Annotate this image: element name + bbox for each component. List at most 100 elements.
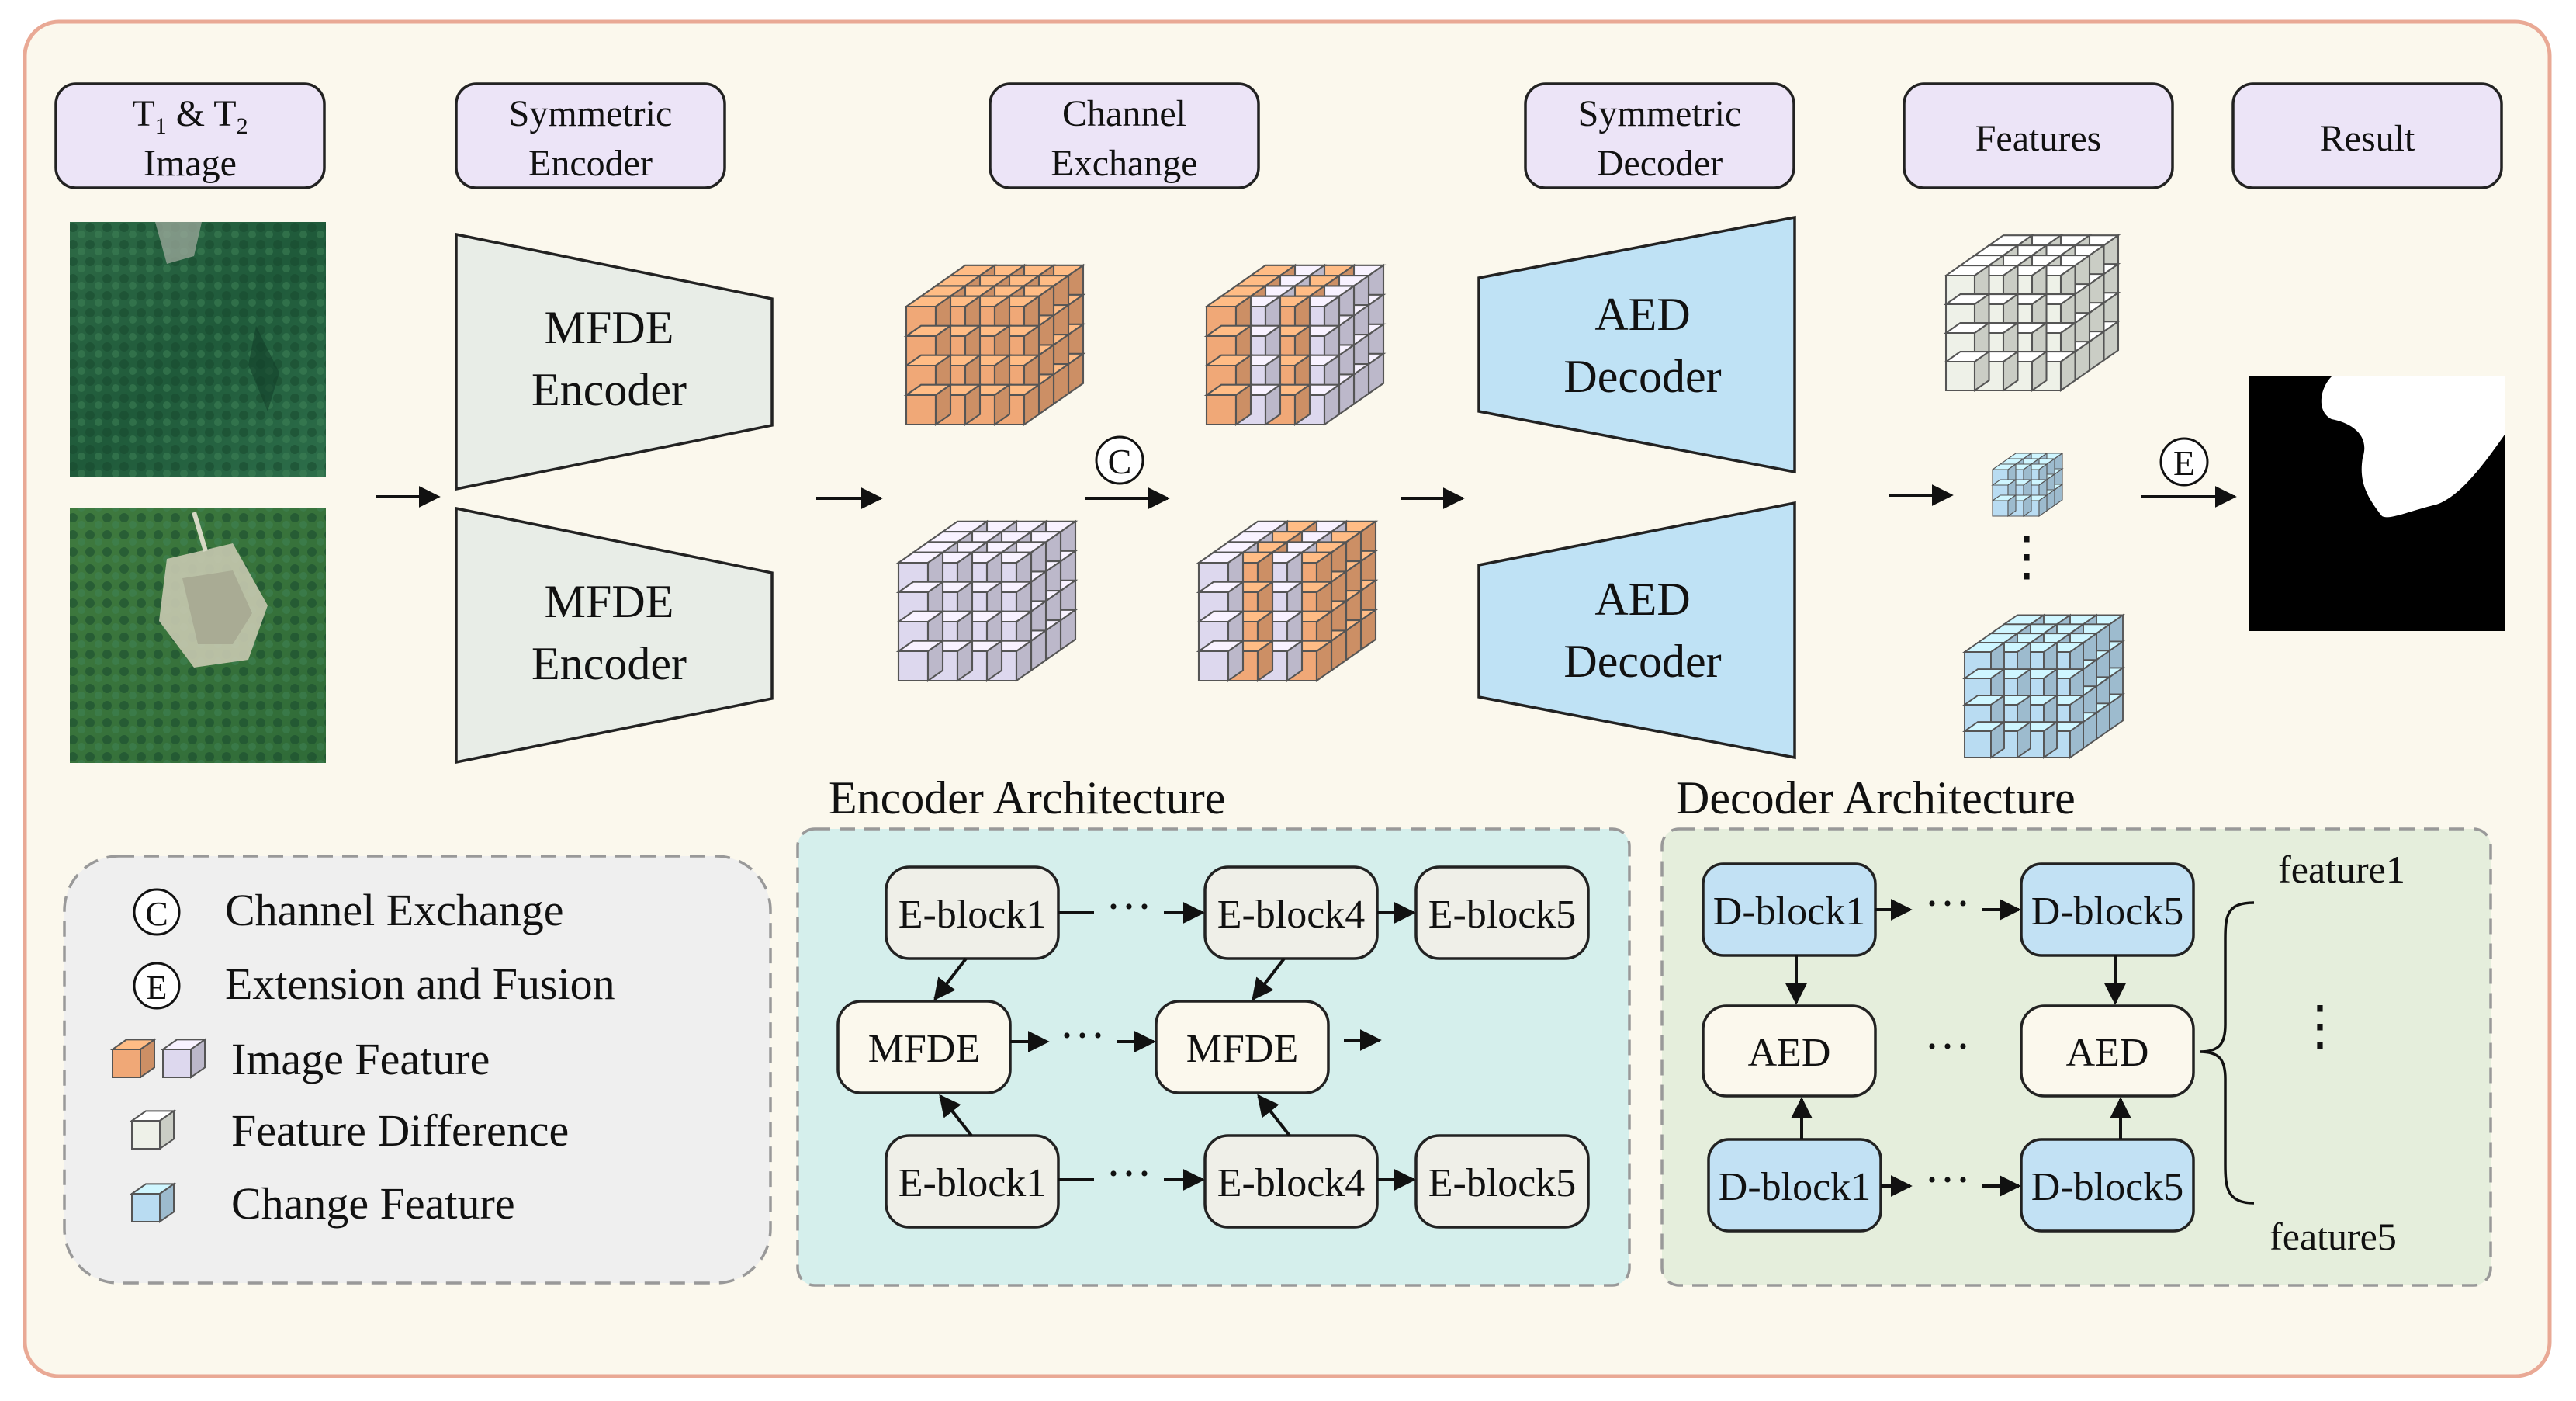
legend-swatch-orange bbox=[109, 1038, 158, 1079]
change-feature-large-cube bbox=[1962, 720, 2006, 759]
enc-top-eblock5-label: E-block5 bbox=[1428, 893, 1577, 937]
dec-top-dblock1-label: D-block1 bbox=[1713, 889, 1865, 934]
decoder-architecture: Decoder Architecture D-block1 D-block5 ·… bbox=[1660, 772, 2492, 1287]
header-exchange-line2: Exchange bbox=[1051, 143, 1197, 184]
legend-swatches bbox=[109, 1038, 208, 1223]
change-feature-small bbox=[1991, 452, 2064, 518]
header-encoder-line1: Symmetric bbox=[509, 93, 673, 134]
dec-top-dblock5: D-block5 bbox=[2020, 862, 2195, 957]
header-exchange-line1: Channel bbox=[1062, 93, 1186, 134]
encoder-top-line2: Encoder bbox=[531, 364, 687, 415]
enc-bot-eblock5: E-block5 bbox=[1414, 1134, 1590, 1229]
channel-exchange-letter: C bbox=[1108, 442, 1132, 481]
enc-top-eblock4-label: E-block4 bbox=[1217, 893, 1366, 937]
dec-bot-dblock1-label: D-block1 bbox=[1719, 1165, 1871, 1209]
exchanged-feature-t2-cube bbox=[1196, 639, 1246, 683]
legend-swatch-difference bbox=[129, 1109, 177, 1150]
enc-bot-eblock1: E-block1 bbox=[885, 1134, 1060, 1229]
dec-top-dblock1: D-block1 bbox=[1702, 862, 1877, 957]
legend-label-channel-exchange: Channel Exchange bbox=[225, 885, 563, 935]
encoder-top: MFDE Encoder bbox=[455, 232, 774, 491]
encoder-bottom-line1: MFDE bbox=[545, 576, 674, 627]
enc-mid-mfde1-label: MFDE bbox=[868, 1027, 980, 1071]
enc-mid-dots: ··· bbox=[1059, 1010, 1106, 1061]
header-decoder: Symmetric Decoder bbox=[1524, 82, 1795, 189]
fusion-letter: E bbox=[2173, 443, 2195, 483]
feature-difference-stack bbox=[1943, 234, 2121, 392]
channel-exchange-symbol: C bbox=[1095, 435, 1144, 485]
legend-label-image-feature: Image Feature bbox=[231, 1034, 490, 1084]
legend-label-extension-fusion: Extension and Fusion bbox=[225, 959, 615, 1009]
dec-mid-dots: ··· bbox=[1924, 1021, 1971, 1072]
dec-mid-aed1: AED bbox=[1702, 1004, 1877, 1098]
feature-difference-stack-cube bbox=[1943, 350, 1992, 392]
dec-bot-dblock5-label: D-block5 bbox=[2031, 1165, 2183, 1209]
fusion-symbol: E bbox=[2159, 437, 2209, 487]
exchanged-feature-t1-cube bbox=[1262, 383, 1313, 427]
decoder-bottom-line2: Decoder bbox=[1563, 636, 1721, 687]
enc-bot-dots: ··· bbox=[1106, 1148, 1152, 1199]
enc-top-eblock1: E-block1 bbox=[885, 865, 1060, 960]
header-image-line2: Image bbox=[144, 143, 237, 184]
features-vertical-ellipsis: ⋮ bbox=[2000, 527, 2054, 587]
dec-top-dots: ··· bbox=[1924, 878, 1971, 929]
image-feature-t1-cube bbox=[903, 383, 954, 427]
legend-symbol-c: C bbox=[145, 895, 168, 933]
enc-top-eblock5: E-block5 bbox=[1414, 865, 1590, 960]
dec-bot-dblock1: D-block1 bbox=[1707, 1138, 1882, 1233]
decoder-bottom: AED Decoder bbox=[1477, 501, 1796, 760]
header-result: Result bbox=[2231, 82, 2503, 189]
header-features-line1: Features bbox=[1975, 118, 2102, 159]
enc-mid-mfde2-label: MFDE bbox=[1186, 1027, 1298, 1071]
header-exchange: Channel Exchange bbox=[989, 82, 1260, 189]
legend-swatch-change bbox=[129, 1182, 177, 1223]
header-decoder-line2: Decoder bbox=[1597, 143, 1723, 184]
header-features: Features bbox=[1903, 82, 2174, 189]
encoder-top-line1: MFDE bbox=[545, 302, 674, 353]
legend-item-channel-exchange: C Channel Exchange bbox=[133, 885, 563, 936]
enc-mid-mfde1: MFDE bbox=[836, 1000, 1012, 1094]
exchanged-feature-t1 bbox=[1203, 263, 1387, 427]
decoder-top: AED Decoder bbox=[1477, 215, 1796, 474]
enc-mid-mfde2: MFDE bbox=[1155, 1000, 1330, 1094]
dec-bot-dots: ··· bbox=[1924, 1154, 1971, 1205]
decoder-top-line2: Decoder bbox=[1563, 351, 1721, 402]
image-feature-t2 bbox=[895, 519, 1079, 683]
dec-mid-aed1-label: AED bbox=[1748, 1031, 1831, 1075]
enc-bot-eblock4-label: E-block4 bbox=[1217, 1161, 1366, 1205]
encoder-bottom: MFDE Encoder bbox=[455, 506, 774, 765]
exchanged-feature-t1-cube bbox=[1203, 383, 1254, 427]
header-decoder-line1: Symmetric bbox=[1578, 93, 1742, 134]
image-feature-t1 bbox=[903, 263, 1086, 427]
feature-brace bbox=[2199, 901, 2255, 1205]
enc-top-eblock1-label: E-block1 bbox=[898, 893, 1047, 937]
header-encoder: Symmetric Encoder bbox=[455, 82, 726, 189]
legend-item-extension-fusion: E Extension and Fusion bbox=[133, 959, 615, 1010]
header-image-line1: T1 & T2 bbox=[132, 93, 248, 139]
image-feature-t2-cube bbox=[895, 639, 946, 683]
decoder-architecture-title: Decoder Architecture bbox=[1676, 772, 2076, 824]
decoder-features-vertical-ellipsis: ⋮ bbox=[2293, 997, 2347, 1056]
result-change-map bbox=[2249, 376, 2505, 631]
dec-mid-aed2: AED bbox=[2020, 1004, 2195, 1098]
enc-bot-eblock1-label: E-block1 bbox=[898, 1161, 1047, 1205]
change-feature-small-cube bbox=[1991, 494, 2017, 518]
enc-top-eblock4: E-block4 bbox=[1203, 865, 1379, 960]
feature5-label: feature5 bbox=[2270, 1215, 2397, 1258]
header-result-line1: Result bbox=[2320, 118, 2415, 159]
legend: C Channel Exchange E Extension and Fusio… bbox=[63, 855, 772, 1285]
exchanged-feature-t2 bbox=[1196, 519, 1379, 683]
legend-label-change-feature: Change Feature bbox=[231, 1178, 515, 1229]
feature1-label: feature1 bbox=[2278, 848, 2405, 891]
dec-top-dblock5-label: D-block5 bbox=[2031, 889, 2183, 934]
change-feature-large bbox=[1962, 613, 2125, 759]
enc-bot-eblock4: E-block4 bbox=[1203, 1134, 1379, 1229]
header-encoder-line2: Encoder bbox=[528, 143, 653, 184]
legend-swatch-purple bbox=[160, 1038, 208, 1079]
encoder-architecture-title: Encoder Architecture bbox=[829, 772, 1225, 824]
dec-bot-dblock5: D-block5 bbox=[2020, 1138, 2195, 1233]
legend-symbol-e: E bbox=[147, 969, 168, 1007]
input-image-t2 bbox=[70, 508, 326, 763]
